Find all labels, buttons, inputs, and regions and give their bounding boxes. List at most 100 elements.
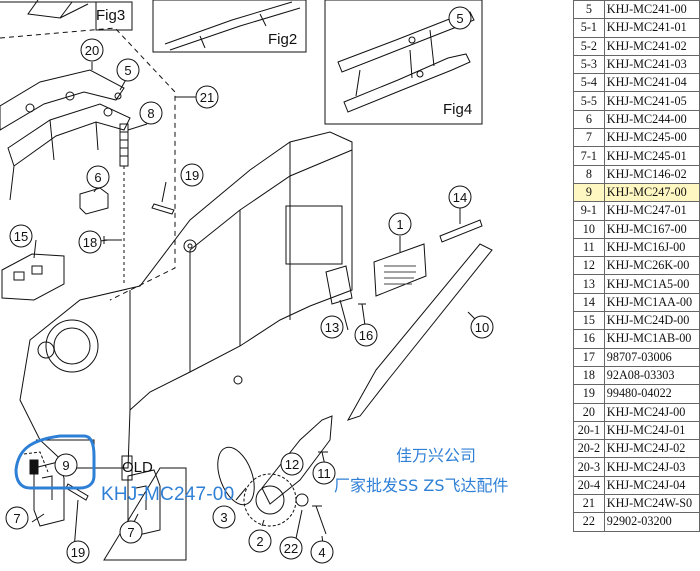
part-code-cell: KHJ-MC24J-03 <box>603 457 700 477</box>
part-code-cell: KHJ-MC241-01 <box>603 18 700 38</box>
old-bracket-7 <box>127 469 161 537</box>
part-code-cell: KHJ-MC26K-00 <box>603 256 700 276</box>
callout-19a: 19 <box>185 168 199 183</box>
part-number-cell: 20-4 <box>573 475 605 496</box>
part-code-cell: 92A08-03303 <box>603 365 700 386</box>
callout-14-circle <box>448 185 472 209</box>
screw-16 <box>358 303 366 319</box>
part-number-cell: 20 <box>573 402 605 422</box>
callout-10: 10 <box>475 320 489 335</box>
strip-14 <box>439 219 483 243</box>
fig2-rails <box>164 1 301 51</box>
part-code-cell: KHJ-MC24J-01 <box>603 420 700 441</box>
fig4-frame <box>324 0 483 125</box>
part-code-cell: KHJ-MC24J-02 <box>603 439 700 459</box>
callout-16: 16 <box>359 328 373 343</box>
part-number-cell: 5-1 <box>573 18 605 38</box>
callout-15-circle <box>9 224 33 248</box>
cover-12 <box>261 415 333 505</box>
callout-20: 20 <box>85 43 99 58</box>
callout-6: 6 <box>94 170 101 185</box>
callout-21-circle <box>195 85 219 109</box>
part-number-cell: 5-2 <box>573 36 605 56</box>
callout-13: 13 <box>325 320 339 335</box>
part-code-cell: KHJ-MC146-02 <box>603 164 700 184</box>
callout-1: 1 <box>396 217 403 232</box>
callout-7a: 7 <box>13 511 20 526</box>
part-code-cell: KHJ-MC16J-00 <box>603 237 700 258</box>
part-number-cell: 14 <box>573 292 605 313</box>
part-code-cell: KHJ-MC167-00 <box>603 219 700 239</box>
part-number-cell: 5-4 <box>573 73 605 93</box>
part-number-cell: 7-1 <box>573 146 605 166</box>
callout-22-circle <box>279 536 303 560</box>
fig4-lower-rail <box>343 53 471 113</box>
part-code-cell: KHJ-MC1A5-00 <box>603 274 700 294</box>
part-number-cell: 11 <box>573 237 605 258</box>
ring-3 <box>217 446 255 506</box>
part-number-cell: 7 <box>573 128 605 148</box>
callout-21: 21 <box>200 90 214 105</box>
callout-18: 18 <box>83 235 97 250</box>
part-code-cell: KHJ-MC241-05 <box>603 91 700 111</box>
callout-20-circle <box>80 38 104 62</box>
part-number-cell: 5-3 <box>573 54 605 75</box>
callout-4-circle <box>310 540 334 564</box>
part-number-cell: 21 <box>573 494 605 514</box>
subassembly-dashed-frame <box>0 27 176 301</box>
part-number-cell: 18 <box>573 365 605 386</box>
part-code-cell: KHJ-MC1AB-00 <box>603 329 700 349</box>
part-number-cell: 20-2 <box>573 439 605 459</box>
part-number-cell: 19 <box>573 384 605 404</box>
part-code-cell: KHJ-MC241-03 <box>603 54 700 75</box>
washer-22 <box>295 493 309 507</box>
part-number-cell: 20-3 <box>573 457 605 477</box>
part-code-cell: KHJ-MC245-01 <box>603 146 700 166</box>
part-code-cell: 92902-03200 <box>603 512 700 532</box>
fig3-frame <box>0 1 133 31</box>
fig3-label: Fig3 <box>96 7 125 24</box>
screw-4 <box>312 505 327 535</box>
part-code-cell: KHJ-MC24D-00 <box>603 311 700 331</box>
callout-5a: 5 <box>124 63 131 78</box>
pin-19-upper <box>151 203 175 215</box>
exploded-parts-diagram: Fig3 Fig2 Fig4 OLD 20 5 5 21 8 6 19 18 1… <box>0 0 494 564</box>
callout-2-circle <box>248 529 272 553</box>
highlight-outline <box>14 434 96 490</box>
callout-3: 3 <box>220 510 227 525</box>
part-number-cell: 16 <box>573 329 605 349</box>
callout-19b: 19 <box>71 545 85 560</box>
callout-5a-circle <box>116 58 140 82</box>
label-plate-1 <box>373 243 427 297</box>
part-code-cell: KHJ-MC1AA-00 <box>603 292 700 313</box>
part-number-cell: 13 <box>573 274 605 294</box>
fig3-rails <box>27 0 89 19</box>
part-number-cell: 15 <box>573 311 605 331</box>
part-code-cell: KHJ-MC241-00 <box>603 0 700 20</box>
callout-2: 2 <box>256 534 263 549</box>
part-code-cell: KHJ-MC24J-04 <box>603 475 700 496</box>
